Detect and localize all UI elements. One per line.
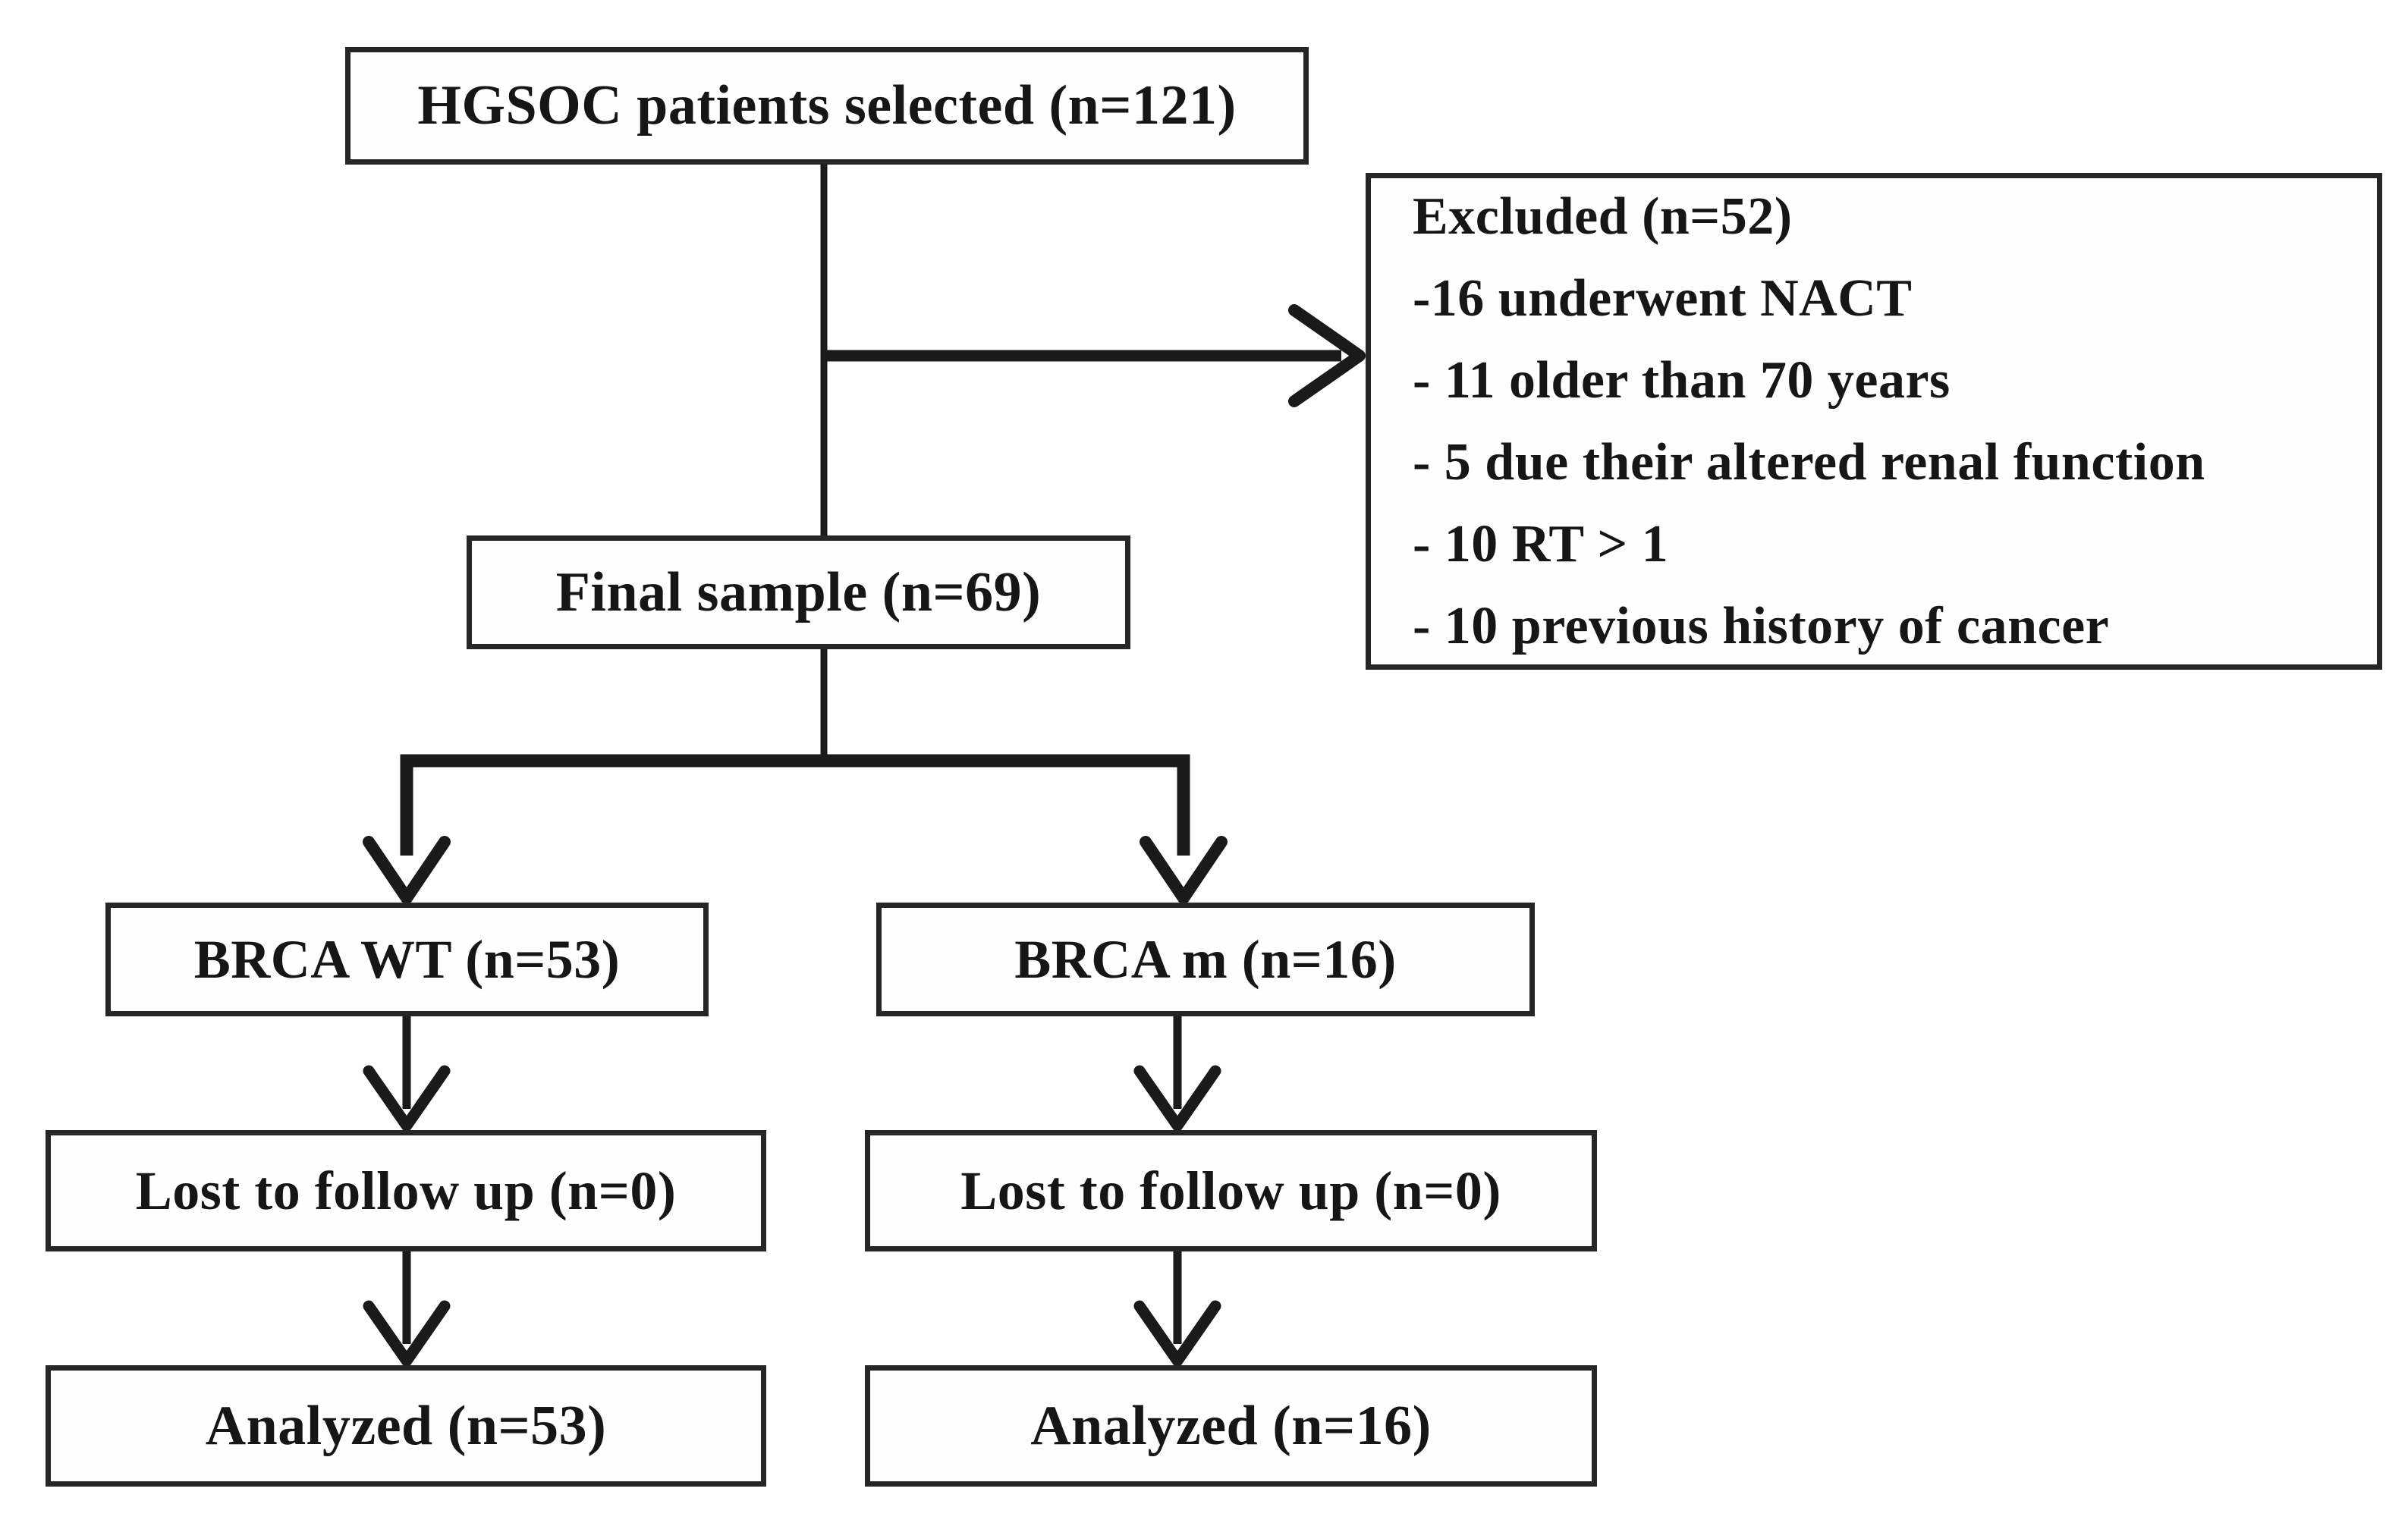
arrowhead-analyzedwt-icon (363, 1300, 451, 1367)
box-final-sample-label: Final sample (n=69) (555, 561, 1042, 623)
box-analyzed-m: Analyzed (n=16) (865, 1365, 1597, 1487)
box-final-sample: Final sample (n=69) (467, 535, 1130, 649)
box-brca-m-label: BRCA m (n=16) (1014, 928, 1397, 990)
excluded-title: Excluded (n=52) (1413, 187, 1793, 246)
box-lost-followup-m-label: Lost to follow up (n=0) (960, 1160, 1501, 1221)
box-patients-selected: HGSOC patients selected (n=121) (345, 47, 1309, 165)
box-brca-wt-label: BRCA WT (n=53) (193, 928, 621, 990)
box-brca-wt: BRCA WT (n=53) (105, 903, 709, 1016)
excluded-reason-item: - 10 previous history of cancer (1413, 596, 2110, 655)
box-lost-followup-wt-label: Lost to follow up (n=0) (135, 1160, 677, 1221)
branch-right-arrowhead-icon (1140, 836, 1228, 904)
excluded-reason-item: -16 underwent NACT (1413, 268, 1913, 328)
box-lost-followup-m: Lost to follow up (n=0) (865, 1130, 1597, 1251)
arrowhead-lostm-icon (1133, 1065, 1221, 1132)
box-excluded: Excluded (n=52) -16 underwent NACT - 11 … (1366, 173, 2382, 670)
box-analyzed-wt-label: Analyzed (n=53) (205, 1394, 607, 1457)
arrowhead-lostwt-icon (363, 1065, 451, 1132)
excluded-reasons-list: -16 underwent NACT - 11 older than 70 ye… (1413, 258, 2362, 667)
box-brca-m: BRCA m (n=16) (876, 903, 1535, 1016)
branch-left-arrowhead-icon (363, 836, 451, 904)
box-analyzed-m-label: Analyzed (n=16) (1030, 1394, 1432, 1457)
arrowhead-analyzedm-icon (1133, 1300, 1221, 1367)
excluded-reason-item: - 5 due their altered renal function (1413, 432, 2205, 491)
box-patients-selected-label: HGSOC patients selected (n=121) (417, 74, 1237, 137)
excluded-reason-item: - 10 RT > 1 (1413, 514, 1669, 573)
box-lost-followup-wt: Lost to follow up (n=0) (46, 1130, 766, 1251)
branch-bar (400, 754, 1190, 856)
excluded-reason-item: - 11 older than 70 years (1413, 350, 1951, 410)
excluded-arrowhead-icon (1288, 304, 1366, 407)
box-analyzed-wt: Analyzed (n=53) (46, 1365, 766, 1487)
